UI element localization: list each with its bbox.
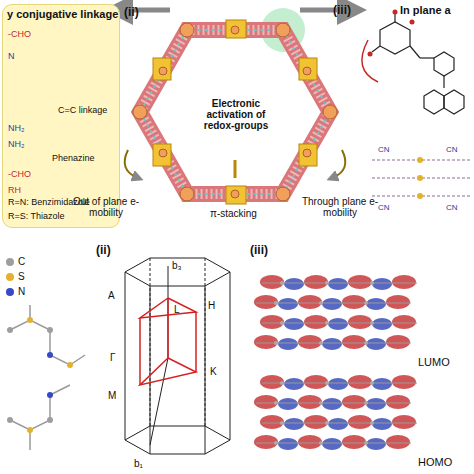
group-label: RH xyxy=(8,186,21,196)
linkage-label: Phenazine xyxy=(52,154,95,164)
legend-row: N xyxy=(6,286,25,297)
linkage-label: R=S: Thiazole xyxy=(8,212,65,222)
point-label: M xyxy=(108,390,116,401)
linkage-label: R=N: Benzimidazole xyxy=(8,198,90,208)
panel-heading: y conjugative linkage xyxy=(7,8,115,20)
panel-number: (ii) xyxy=(124,6,139,19)
point-label: Γ xyxy=(110,352,116,363)
legend-text: C xyxy=(18,256,25,267)
legend-swatch xyxy=(6,273,14,281)
axis-label: b₃ xyxy=(172,260,182,271)
orbital-label: HOMO xyxy=(418,456,452,468)
point-label: H xyxy=(208,300,215,311)
orbital-label: LUMO xyxy=(418,356,450,368)
atom-label: N xyxy=(8,52,15,62)
linkage-label: C=C linkage xyxy=(58,106,107,116)
stacking-note: π-stacking xyxy=(210,208,257,219)
panel-heading: In plane a xyxy=(400,4,451,16)
legend-row: S xyxy=(6,271,25,282)
point-label: A xyxy=(108,290,115,301)
legend-row: C xyxy=(6,256,25,267)
center-note: Electronic activation of redox-groups xyxy=(190,98,282,131)
point-label: K xyxy=(210,366,217,377)
legend-swatch xyxy=(6,288,14,296)
legend-swatch xyxy=(6,258,14,266)
mobility-note: Through plane e- mobility xyxy=(300,196,380,218)
group-label: CN xyxy=(378,204,390,213)
group-label: CN xyxy=(446,146,458,155)
group-label: CN xyxy=(378,146,390,155)
point-label: L xyxy=(174,304,180,315)
legend-text: N xyxy=(18,286,25,297)
group-label: CN xyxy=(446,204,458,213)
group-label: -CHO xyxy=(8,30,31,40)
group-label: NH₂ xyxy=(8,140,25,150)
panel-number: (iii) xyxy=(333,4,351,17)
panel-number: (ii) xyxy=(96,244,111,257)
axis-label: b₁ xyxy=(134,458,143,469)
group-label: -CHO xyxy=(8,170,31,180)
panel-number: (iii) xyxy=(250,244,268,257)
group-label: NH₂ xyxy=(8,124,25,134)
legend-text: S xyxy=(18,271,25,282)
